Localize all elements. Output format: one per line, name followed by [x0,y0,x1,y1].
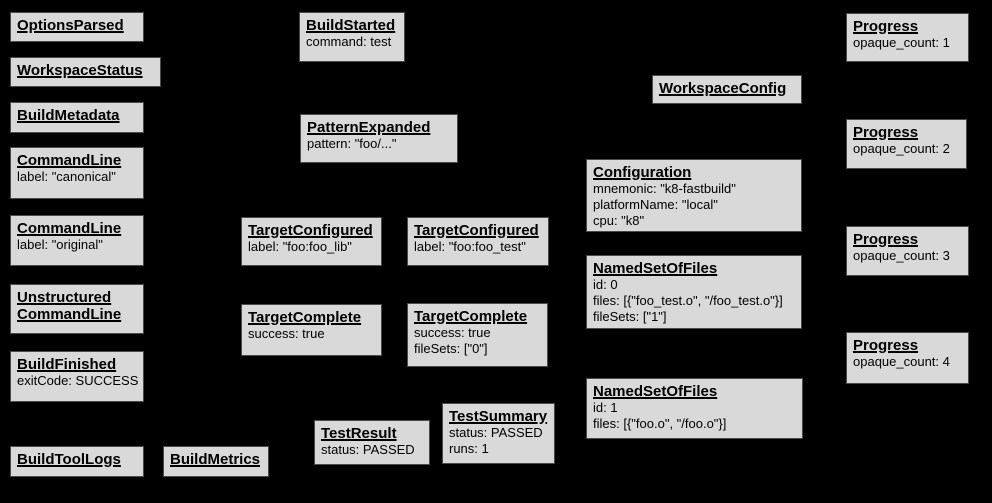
node-detail: cpu: "k8" [593,213,645,228]
node-detail: label: "foo:foo_test" [414,239,526,254]
node-detail: label: "original" [17,237,103,252]
node-title: TestResult [321,425,397,442]
node-title: TargetConfigured [248,222,373,239]
build-metadata-node: BuildMetadata [10,102,144,133]
node-title: CommandLine [17,220,122,237]
node-detail: files: [{"foo_test.o", "/foo_test.o"}] [593,293,783,308]
node-title: NamedSetOfFiles [593,383,718,400]
node-detail: label: "foo:foo_lib" [248,239,352,254]
node-detail: label: "canonical" [17,169,116,184]
node-detail: success: true [414,325,491,340]
node-detail: success: true [248,326,325,341]
node-title: WorkspaceStatus [17,62,143,79]
node-title: PatternExpanded [307,119,431,136]
node-title: OptionsParsed [17,17,124,34]
node-detail: mnemonic: "k8-fastbuild" [593,181,736,196]
node-title: Progress [853,231,919,248]
node-title: CommandLine [17,306,122,323]
node-title: Unstructured [17,289,112,306]
node-detail: command: test [306,34,392,49]
build-metrics-node: BuildMetrics [163,446,269,477]
node-title: Progress [853,124,919,141]
node-title: BuildToolLogs [17,451,121,468]
node-title: Progress [853,18,919,35]
workspace-status-node: WorkspaceStatus [10,57,161,87]
workspace-config-node: WorkspaceConfig [652,75,802,104]
build-tool-logs-node: BuildToolLogs [10,446,144,477]
node-detail: fileSets: ["0"] [414,341,488,356]
node-title: BuildStarted [306,17,396,34]
node-title: BuildFinished [17,356,117,373]
node-detail: opaque_count: 4 [853,354,950,369]
node-detail: files: [{"foo.o", "/foo.o"}] [593,416,727,431]
node-detail: fileSets: ["1"] [593,309,667,324]
node-title: TargetComplete [248,309,362,326]
node-detail: id: 1 [593,400,618,415]
node-detail: id: 0 [593,277,618,292]
node-detail: opaque_count: 2 [853,141,950,156]
node-detail: pattern: "foo/..." [307,136,397,151]
node-title: BuildMetadata [17,107,120,124]
options-parsed-node: OptionsParsed [10,12,144,42]
node-detail: status: PASSED [321,442,415,457]
node-title: WorkspaceConfig [659,80,787,97]
node-title: Progress [853,337,919,354]
node-detail: opaque_count: 3 [853,248,950,263]
node-title: Configuration [593,164,692,181]
node-title: TargetConfigured [414,222,539,239]
node-detail: platformName: "local" [593,197,718,212]
node-title: NamedSetOfFiles [593,260,718,277]
node-detail: runs: 1 [449,441,489,456]
node-detail: exitCode: SUCCESS [17,373,139,388]
node-title: CommandLine [17,152,122,169]
node-title: TargetComplete [414,308,528,325]
node-title: BuildMetrics [170,451,261,468]
node-title: TestSummary [449,408,548,425]
node-detail: status: PASSED [449,425,543,440]
node-detail: opaque_count: 1 [853,35,950,50]
